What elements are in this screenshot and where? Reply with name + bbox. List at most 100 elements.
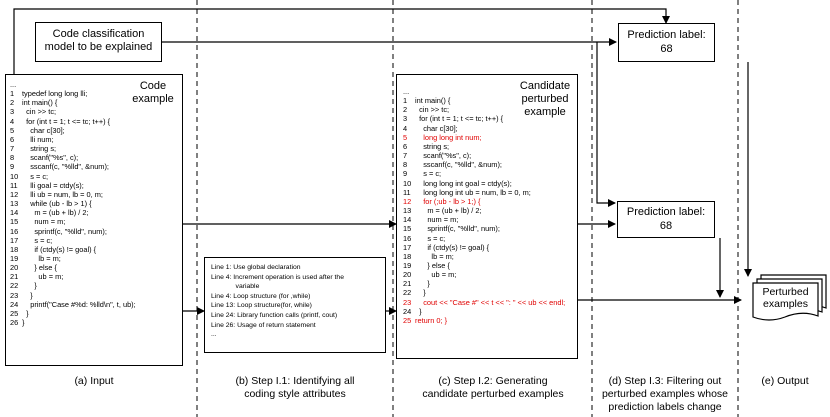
code-line-text: sprintf(c, "%lld", num); [415, 224, 500, 234]
prediction-mid-line2: 68 [659, 220, 673, 232]
prediction-top-label: Prediction label: 68 [618, 28, 715, 56]
code-line-text: m = (ub + lb) / 2; [415, 206, 482, 216]
code-line: 6 lli num; [10, 135, 136, 144]
code-line: 4 for (int t = 1; t <= tc; t++) { [10, 117, 136, 126]
step-d-line3: prediction labels change [608, 401, 722, 413]
code-line: 8 sscanf(c, "%lld", &num); [403, 160, 565, 169]
code-line-text: for (;ub - lb > 1;) { [415, 196, 481, 206]
step-c-line1: (c) Step I.2: Generating [438, 375, 548, 387]
code-line: 22 } [403, 288, 565, 297]
code-line: 20 ub = m; [403, 270, 565, 279]
code-line-text: cin >> tc; [415, 105, 450, 115]
code-line-text: } [22, 318, 25, 328]
code-line-text: } [415, 306, 422, 316]
candidate-title: Candidate perturbed example [512, 80, 578, 119]
model-box [35, 22, 162, 62]
code-line-text: long long int goal = ctdy(s); [415, 178, 512, 188]
code-line-text: } [415, 279, 430, 289]
attribute-item: Line 4: Loop structure (for ,while) [211, 292, 311, 300]
code-line-number: 24 [403, 306, 412, 316]
code-line: ... [403, 87, 565, 96]
code-line-number: 8 [10, 153, 15, 163]
code-line-text: printf("Case #%d: %lld\n", t, ub); [22, 299, 136, 309]
code-line: 9 s = c; [403, 169, 565, 178]
code-line-text: int main() { [415, 96, 451, 106]
code-line: 11 long long int ub = num, lb = 0, m; [403, 188, 565, 197]
code-line-number: 19 [403, 260, 412, 270]
code-line: 3 for (int t = 1; t <= tc; t++) { [403, 114, 565, 123]
code-line-number: 14 [403, 215, 412, 225]
code-line-text: num = m; [415, 215, 459, 225]
code-line-text: sscanf(c, "%lld", &num); [22, 162, 109, 172]
prediction-top-line2: 68 [660, 43, 673, 55]
arrow-input-to-prediction-top [13, 8, 670, 74]
step-d-line1: (d) Step I.3: Filtering out [608, 375, 722, 387]
attribute-item: Line 24: Library function calls (printf,… [211, 312, 338, 319]
code-line-number: 21 [10, 272, 19, 282]
code-line-number: 22 [403, 288, 412, 298]
code-line-text: scanf("%s", c); [22, 153, 79, 163]
code-line-text: ub = m; [415, 270, 457, 280]
code-line: 23 } [10, 291, 136, 300]
code-example-title-line1: Code [139, 80, 167, 92]
code-line-text: cin >> tc; [22, 107, 57, 117]
code-line-text: s = c; [415, 169, 442, 179]
code-line-number: 5 [403, 132, 408, 142]
code-line-text: sprintf(c, "%lld", num); [22, 226, 107, 236]
prediction-mid-line1: Prediction label: [626, 206, 706, 218]
code-line-number: 23 [403, 297, 412, 307]
code-line-text: ub = m; [22, 272, 64, 282]
code-line-number: 13 [10, 199, 19, 209]
candidate-title-line3: example [524, 106, 566, 118]
code-line-text: } else { [22, 263, 57, 273]
step-e-caption: (e) Output [761, 375, 809, 387]
code-line-text: long long int num; [415, 132, 482, 142]
step-a-caption: (a) Input [74, 375, 114, 387]
attribute-item: Line 4: Increment operation is used afte… [211, 273, 344, 281]
prediction-top-box [618, 23, 715, 62]
code-line-text: string s; [22, 144, 57, 154]
code-line-number: 4 [10, 116, 15, 126]
code-line-number: 8 [403, 160, 408, 170]
code-line: 12 for (;ub - lb > 1;) { [403, 197, 565, 206]
code-line-number: 1 [10, 89, 15, 99]
step-b-line2: coding style attributes [244, 388, 346, 400]
code-line-text: int main() { [22, 98, 58, 108]
arrow-model-to-prediction-mid [596, 42, 616, 207]
code-line: 4 char c[30]; [403, 124, 565, 133]
code-line: 16 s = c; [403, 234, 565, 243]
code-line: 14 num = m; [403, 215, 565, 224]
code-line-number: 21 [403, 279, 412, 289]
output-line1: Perturbed [762, 286, 809, 298]
code-line: 17 s = c; [10, 236, 136, 245]
code-line: 19 lb = m; [10, 254, 136, 263]
step-b-caption: (b) Step I.1: Identifying all coding sty… [200, 375, 390, 401]
code-line-number: 4 [403, 123, 408, 133]
code-line-text: lb = m; [415, 251, 454, 261]
code-line: 22 } [10, 281, 136, 290]
code-line: 2 cin >> tc; [403, 105, 565, 114]
prediction-top-line1: Prediction label: [627, 29, 706, 41]
code-line-text: s = c; [415, 233, 446, 243]
code-line-number: 13 [403, 206, 412, 216]
code-line-text: } [22, 290, 33, 300]
code-line-text: } else { [415, 260, 450, 270]
code-line-number: 19 [10, 253, 19, 263]
output-line2: examples [763, 298, 808, 310]
code-line-text: } [415, 288, 426, 298]
code-line: 9 sscanf(c, "%lld", &num); [10, 162, 136, 171]
code-line-text: num = m; [22, 217, 66, 227]
code-line-number: 14 [10, 208, 19, 218]
code-line: 7 string s; [10, 144, 136, 153]
code-line-number: 25 [403, 315, 412, 325]
code-line-text: s = c; [22, 235, 53, 245]
code-line-text: m = (ub + lb) / 2; [22, 208, 89, 218]
code-line-text: char c[30]; [415, 123, 458, 133]
code-line-text: sscanf(c, "%lld", &num); [415, 160, 502, 170]
code-line: 23 cout << "Case #" << t << ": " << ub <… [403, 298, 565, 307]
prediction-mid-box [617, 201, 715, 238]
